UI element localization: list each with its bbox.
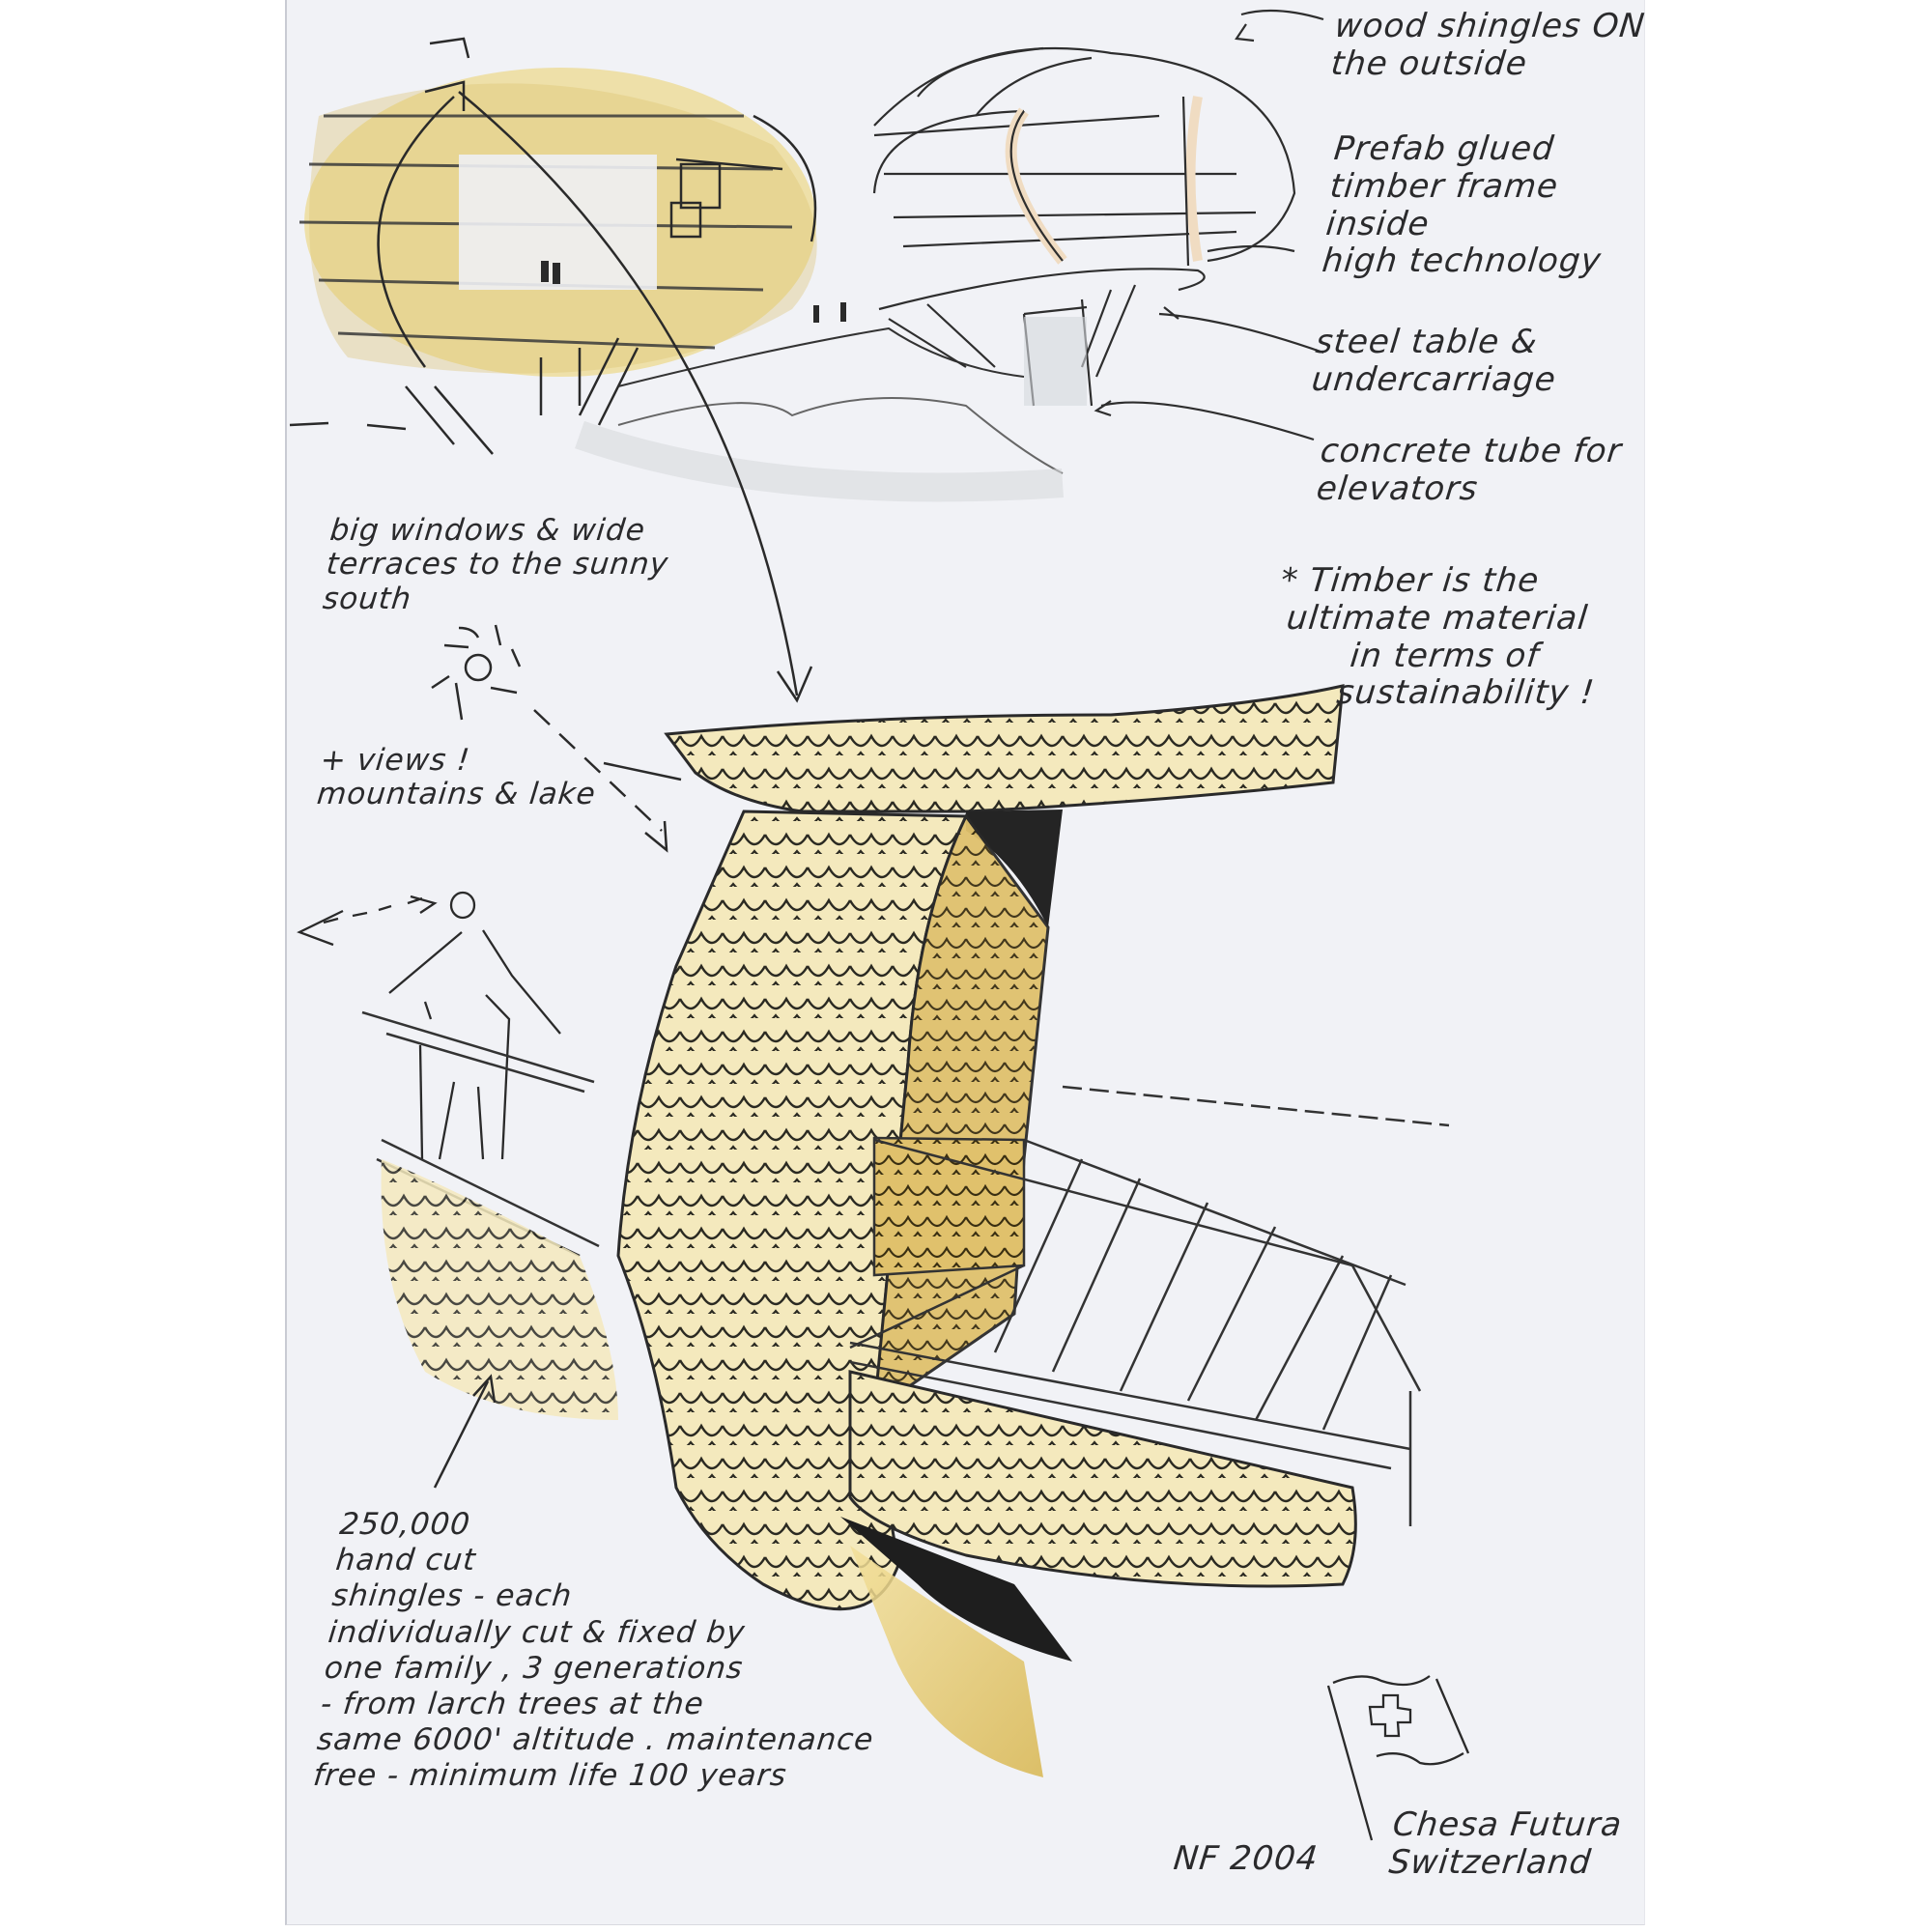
note-concrete-tube: concrete tube for elevators xyxy=(1314,432,1624,508)
note-line: wood shingles ON xyxy=(1332,7,1647,45)
note-line: elevators xyxy=(1314,469,1481,508)
note-line: timber frame xyxy=(1327,166,1561,206)
note-line: sustainability ! xyxy=(1334,673,1597,713)
note-line: hand cut xyxy=(333,1543,478,1578)
note-line: ultimate material xyxy=(1284,598,1590,638)
note-prefab-frame: Prefab glued timber frame inside high te… xyxy=(1320,129,1615,281)
note-line: free - minimum life 100 years xyxy=(311,1758,789,1794)
eye-viewer-icon xyxy=(297,891,561,1160)
sun-direction-arrow xyxy=(533,709,663,832)
note-wood-shingles: wood shingles ON the outside xyxy=(1328,7,1647,83)
project-title: Chesa Futura xyxy=(1390,1805,1625,1844)
project-location: Switzerland xyxy=(1386,1842,1594,1882)
sun-icon xyxy=(431,624,522,721)
note-line: high technology xyxy=(1320,242,1604,281)
project-caption: Chesa Futura Switzerland xyxy=(1386,1805,1625,1882)
right-terrace-deck xyxy=(849,1085,1450,1526)
note-line: individually cut & fixed by xyxy=(327,1614,748,1650)
note-line: undercarriage xyxy=(1309,359,1558,399)
signature: NF 2004 xyxy=(1171,1839,1321,1878)
note-line: - from larch trees at the xyxy=(319,1686,706,1721)
note-line: + views ! xyxy=(319,743,472,778)
note-line: south xyxy=(321,581,413,616)
note-line: shingles - each xyxy=(330,1578,575,1614)
note-line: mountains & lake xyxy=(315,777,598,812)
shingles-pointer-arrow xyxy=(433,1374,497,1489)
note-line: terraces to the sunny xyxy=(325,547,670,582)
top-left-perspective-sketch xyxy=(289,37,1064,502)
note-shingles-count: 250,000 hand cut shingles - each individ… xyxy=(311,1507,897,1795)
note-line: 250,000 xyxy=(337,1507,472,1542)
note-line: in terms of xyxy=(1348,636,1542,675)
note-steel-table: steel table & undercarriage xyxy=(1309,323,1562,399)
note-timber-sustainability: * Timber is the ultimate material in ter… xyxy=(1267,561,1608,713)
note-line: concrete tube for xyxy=(1318,432,1624,470)
people-figures xyxy=(541,261,846,323)
note-line: steel table & xyxy=(1313,323,1540,361)
note-line: * Timber is the xyxy=(1279,561,1542,600)
note-line: Prefab glued xyxy=(1332,129,1556,168)
note-line: the outside xyxy=(1328,43,1530,83)
connector-arrow xyxy=(458,91,813,703)
swiss-flag-icon xyxy=(1326,1675,1470,1841)
note-line: same 6000' altitude . maintenance xyxy=(315,1722,876,1758)
note-views: + views ! mountains & lake xyxy=(315,743,601,812)
note-line: big windows & wide xyxy=(327,513,647,548)
note-big-windows: big windows & wide terraces to the sunny… xyxy=(321,513,673,616)
top-right-structure-sketch xyxy=(872,9,1324,441)
note-line: one family , 3 generations xyxy=(323,1650,746,1686)
note-line: inside xyxy=(1323,204,1432,243)
